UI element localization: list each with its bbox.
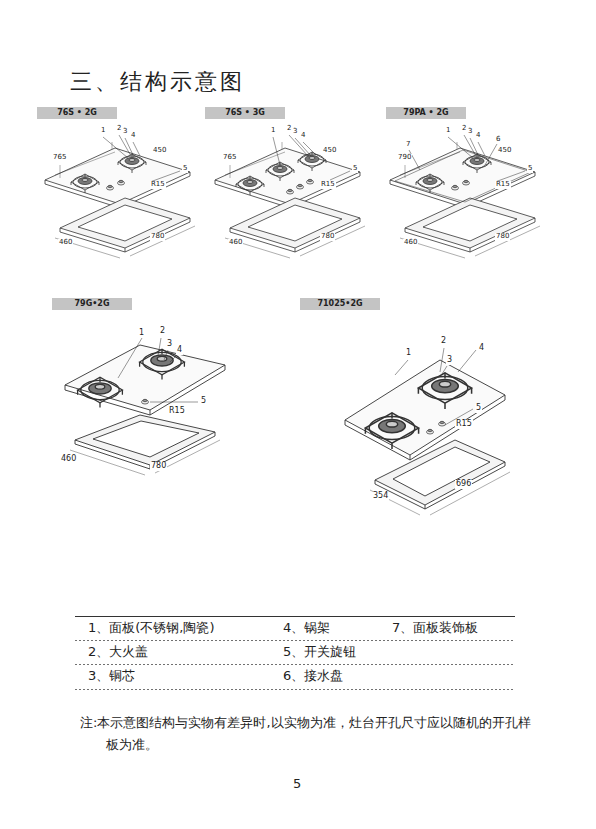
callout-number: 5: [527, 165, 533, 173]
callout-number: 5: [475, 404, 482, 413]
dimension: R15: [495, 181, 511, 189]
table-cell: 3、铜芯: [88, 669, 135, 683]
callout-number: 5: [200, 397, 207, 406]
dimension: 765: [222, 154, 237, 162]
callout-number: 3: [122, 128, 128, 136]
model-tag: 79PA • 2G: [386, 107, 466, 119]
callout-number: 4: [300, 132, 306, 140]
dimension: 765: [52, 154, 67, 162]
dimension: R15: [150, 181, 166, 189]
cooktop-79g-2g: [65, 338, 225, 475]
dimension: 460: [60, 455, 77, 464]
cooktop-71025-2g: [345, 348, 510, 515]
model-tag: 76S • 3G: [205, 107, 285, 119]
cooktop-79pa-2g: [390, 135, 540, 258]
callout-number: 4: [475, 132, 481, 140]
dimension: 354: [372, 492, 389, 501]
model-name: 71025•2G: [317, 299, 362, 308]
model-tag: 76S • 2G: [37, 107, 117, 119]
dimension: 780: [150, 462, 167, 471]
callout-number: 3: [467, 128, 473, 136]
model-tag: 71025•2G: [300, 298, 380, 310]
dimension: 450: [152, 147, 167, 155]
model-name: 76S • 2G: [57, 108, 97, 117]
dimension: 460: [228, 239, 243, 247]
table-cell: 6、接水盘: [283, 669, 343, 683]
callout-number: 3: [166, 340, 173, 349]
callout-number: 6: [495, 136, 501, 144]
callout-number: 3: [292, 128, 298, 136]
callout-number: 4: [176, 346, 183, 355]
dimension: R15: [320, 181, 336, 189]
dimension: 460: [58, 239, 73, 247]
table-cell: 7、面板装饰板: [392, 621, 478, 635]
dimension: 696: [455, 480, 472, 489]
cooktop-76s-2g: [45, 135, 195, 258]
dimension: 450: [497, 147, 512, 155]
callout-number: 5: [352, 165, 358, 173]
dimension: R15: [168, 407, 186, 416]
callout-number: 3: [446, 356, 453, 365]
dimension: R15: [455, 420, 473, 429]
table-cell: 1、面板(不锈钢,陶瓷): [88, 621, 215, 635]
dimension: 780: [320, 233, 335, 241]
callout-number: 2: [440, 337, 447, 346]
model-tag: 79G•2G: [52, 298, 132, 310]
table-cell: 5、开关旋钮: [283, 645, 356, 659]
model-name: 79PA • 2G: [403, 108, 448, 117]
dimension: 780: [150, 233, 165, 241]
model-name: 79G•2G: [75, 299, 110, 308]
table-cell: 2、大火盖: [88, 645, 148, 659]
callout-number: 4: [130, 132, 136, 140]
callout-number: 4: [478, 344, 485, 353]
table-cell: 4、锅架: [283, 621, 330, 635]
callout-number: 7: [405, 141, 411, 149]
callout-number: 1: [100, 127, 106, 135]
cooktop-76s-3g: [215, 135, 365, 258]
dimension: 790: [397, 154, 412, 162]
callout-number: 5: [182, 165, 188, 173]
dimension: 780: [495, 233, 510, 241]
page-number: 5: [293, 777, 301, 791]
dimension: 450: [322, 147, 337, 155]
callout-number: 1: [270, 127, 276, 135]
callout-number: 2: [159, 327, 166, 336]
model-name: 76S • 3G: [225, 108, 265, 117]
callout-number: 1: [138, 329, 145, 338]
parts-table-rules: [75, 617, 515, 690]
note: 注:本示意图结构与实物有差异时,以实物为准，灶台开孔尺寸应以随机的开孔样板为准。: [80, 712, 535, 756]
dimension: 460: [403, 239, 418, 247]
callout-number: 1: [445, 127, 451, 135]
callout-number: 1: [405, 349, 412, 358]
page-title: 三、结构示意图: [70, 70, 245, 94]
